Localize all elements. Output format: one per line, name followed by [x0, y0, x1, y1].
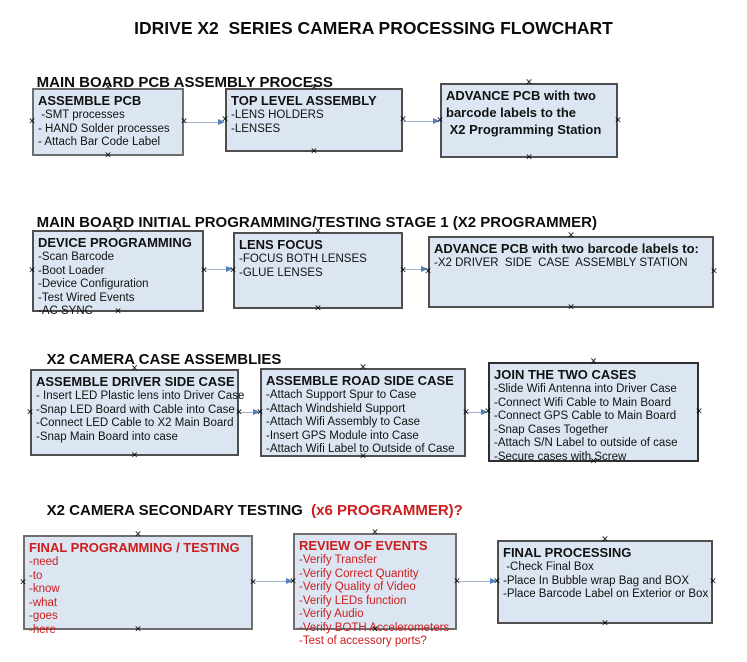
flow-box-advance-pcb-programming-station: ADVANCE PCB with two barcode labels to t… — [440, 83, 618, 158]
arrow-head-icon — [218, 119, 225, 125]
flow-arrow — [239, 409, 260, 416]
box-title: REVIEW OF EVENTS — [299, 538, 428, 553]
box-title: FINAL PROCESSING — [503, 545, 632, 560]
box-lines: -Scan Barcode -Boot Loader -Device Confi… — [38, 251, 149, 317]
box-lines: -Verify Transfer -Verify Correct Quantit… — [299, 554, 450, 647]
flow-box-lens-focus: LENS FOCUS -FOCUS BOTH LENSES -GLUE LENS… — [233, 232, 403, 309]
box-title: ASSEMBLE DRIVER SIDE CASE — [36, 374, 235, 389]
box-title: TOP LEVEL ASSEMBLY — [231, 93, 377, 108]
box-lines: -Slide Wifi Antenna into Driver Case -Co… — [494, 383, 678, 463]
flow-box-advance-pcb-driver-side-station: ADVANCE PCB with two barcode labels to: … — [428, 236, 714, 308]
section-heading-pcb-assembly: MAIN BOARD PCB ASSEMBLY PROCESS — [20, 57, 333, 108]
box-title: JOIN THE TWO CASES — [494, 367, 637, 382]
page-title: IDRIVE X2 SERIES CAMERA PROCESSING FLOWC… — [134, 18, 613, 38]
box-title: FINAL PROGRAMMING / TESTING — [29, 540, 240, 555]
flow-arrow — [184, 119, 225, 126]
section-heading-text: X2 CAMERA SECONDARY TESTING — [46, 502, 307, 519]
box-lines: -X2 DRIVER SIDE CASE ASSEMBLY STATION — [434, 257, 688, 269]
box-lines: -FOCUS BOTH LENSES -GLUE LENSES — [239, 253, 367, 279]
box-lines: -LENS HOLDERS -LENSES — [231, 109, 324, 135]
flow-box-assemble-pcb: ASSEMBLE PCB -SMT processes - HAND Solde… — [32, 88, 184, 156]
flow-box-final-programming-testing: FINAL PROGRAMMING / TESTING -need -to -k… — [23, 535, 253, 636]
flow-box-assemble-driver-side-case: ASSEMBLE DRIVER SIDE CASE - Insert LED P… — [30, 369, 245, 456]
arrow-head-icon — [490, 578, 497, 584]
arrow-line — [466, 412, 483, 413]
box-title: ADVANCE PCB with two barcode labels to t… — [446, 88, 602, 137]
flow-box-device-programming: DEVICE PROGRAMMING -Scan Barcode -Boot L… — [32, 230, 204, 317]
box-title: DEVICE PROGRAMMING — [38, 235, 192, 250]
arrow-line — [457, 581, 492, 582]
box-lines: -Attach Support Spur to Case -Attach Win… — [266, 389, 455, 455]
arrow-head-icon — [253, 409, 260, 415]
box-title: ADVANCE PCB with two barcode labels to: — [434, 241, 699, 256]
flow-arrow — [457, 578, 497, 585]
arrow-head-icon — [286, 578, 293, 584]
box-lines: - Insert LED Plastic lens into Driver Ca… — [36, 390, 245, 443]
flow-arrow — [253, 578, 293, 585]
box-title: LENS FOCUS — [239, 237, 323, 252]
section-heading-text: MAIN BOARD PCB ASSEMBLY PROCESS — [36, 74, 333, 91]
section-heading-text: MAIN BOARD INITIAL PROGRAMMING/TESTING S… — [36, 214, 597, 231]
arrow-head-icon — [481, 409, 488, 415]
arrow-line — [239, 412, 255, 413]
flow-box-review-of-events: REVIEW OF EVENTS -Verify Transfer -Verif… — [293, 533, 457, 647]
section-heading-red-text: (x6 PROGRAMMER)? — [306, 502, 463, 519]
flow-box-assemble-road-side-case: ASSEMBLE ROAD SIDE CASE -Attach Support … — [260, 368, 466, 457]
box-lines: -Check Final Box -Place In Bubble wrap B… — [503, 561, 709, 600]
arrow-line — [184, 122, 220, 123]
section-heading-text: X2 CAMERA CASE ASSEMBLIES — [46, 351, 282, 368]
section-heading-secondary-testing: X2 CAMERA SECONDARY TESTING (x6 PROGRAMM… — [30, 485, 463, 536]
box-title: ASSEMBLE ROAD SIDE CASE — [266, 373, 454, 388]
flow-box-join-the-two-cases: JOIN THE TWO CASES -Slide Wifi Antenna i… — [488, 362, 699, 463]
section-heading-case-assemblies: X2 CAMERA CASE ASSEMBLIES — [30, 334, 282, 385]
flow-box-top-level-assembly: TOP LEVEL ASSEMBLY -LENS HOLDERS -LENSES — [225, 88, 403, 152]
box-title: ASSEMBLE PCB — [38, 93, 142, 108]
flow-box-final-processing: FINAL PROCESSING -Check Final Box -Place… — [497, 540, 713, 624]
arrow-line — [204, 269, 228, 270]
flow-arrow — [403, 118, 440, 125]
box-lines: -SMT processes - HAND Solder processes -… — [38, 109, 170, 148]
arrow-head-icon — [226, 266, 233, 272]
arrow-line — [403, 269, 423, 270]
flow-arrow — [403, 266, 428, 273]
flow-arrow — [466, 409, 488, 416]
arrow-line — [253, 581, 288, 582]
box-lines: -need -to -know -what -goes -here — [29, 556, 60, 636]
section-heading-initial-programming: MAIN BOARD INITIAL PROGRAMMING/TESTING S… — [20, 197, 597, 248]
flow-arrow — [204, 266, 233, 273]
arrow-head-icon — [421, 266, 428, 272]
arrow-head-icon — [433, 118, 440, 124]
arrow-line — [403, 121, 435, 122]
